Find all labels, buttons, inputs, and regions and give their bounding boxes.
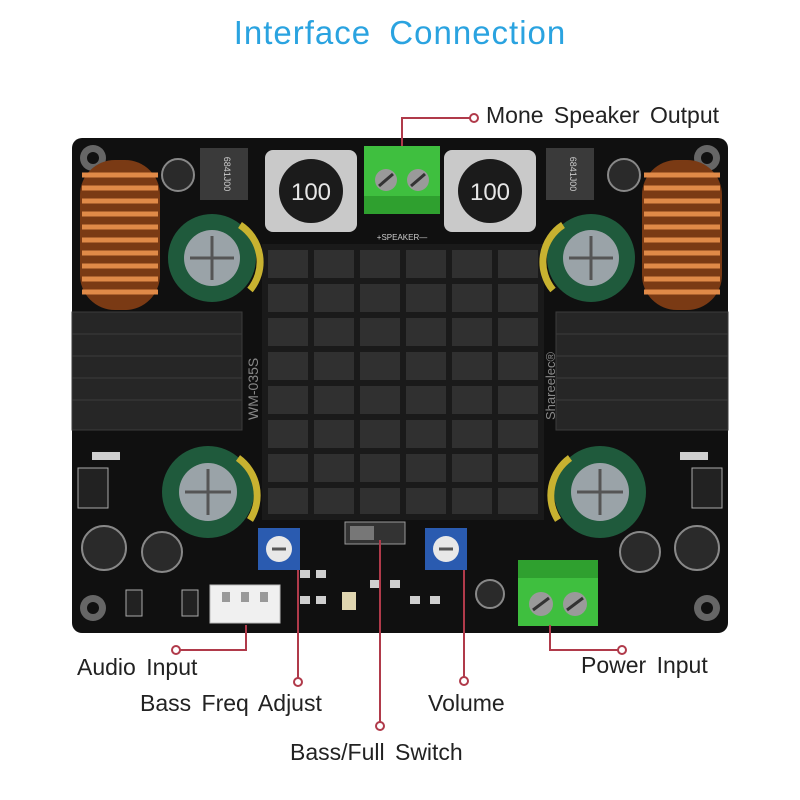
label-bass-full: Bass/Full Switch (290, 739, 463, 765)
leader-power-input (549, 625, 618, 651)
main-heatsink: WM-035S Shareelec® (245, 244, 558, 520)
svg-text:6841J00: 6841J00 (568, 157, 578, 192)
label-volume: Volume (428, 690, 505, 716)
capacitor-bottom-right (547, 446, 646, 538)
brand-silkscreen: Shareelec® (543, 351, 558, 420)
svg-text:100: 100 (470, 179, 510, 206)
audio-input-connector (209, 584, 281, 624)
bass-full-switch (344, 521, 406, 545)
power-inductor-right: 100 (444, 150, 536, 232)
smd-components (77, 452, 723, 617)
page-title: Interface Connection (233, 14, 567, 51)
capacitor-top-left (168, 214, 264, 302)
bass-freq-potentiometer (258, 528, 300, 570)
leader-lines (180, 117, 618, 722)
side-heatsink-left (71, 311, 243, 431)
leader-endpoint-icon (171, 113, 627, 731)
leader-audio-input (180, 625, 247, 651)
capacitor-top-right (539, 214, 635, 302)
speaker-silkscreen: +SPEAKER— (377, 233, 427, 242)
volume-potentiometer (425, 528, 467, 570)
power-inductor-left: 100 (265, 150, 357, 232)
ic-chip-right: 6841J00 (546, 148, 594, 200)
label-bass-freq: Bass Freq Adjust (140, 690, 322, 716)
small-capacitors (81, 158, 720, 609)
power-input-terminal (518, 560, 598, 626)
side-heatsink-right (555, 311, 729, 431)
toroid-inductor-right (642, 160, 722, 310)
svg-text:6841J00: 6841J00 (222, 157, 232, 192)
model-silkscreen: WM-035S (245, 358, 261, 420)
label-speaker-output: Mone Speaker Output (486, 102, 720, 128)
svg-text:100: 100 (291, 179, 331, 206)
label-audio-input: Audio Input (77, 654, 198, 680)
speaker-output-terminal (364, 146, 440, 214)
toroid-inductor-left (80, 160, 160, 310)
leader-speaker-output (401, 117, 470, 146)
label-power-input: Power Input (581, 652, 708, 678)
capacitor-bottom-left (162, 446, 261, 538)
ic-chip-left: 6841J00 (200, 148, 248, 200)
